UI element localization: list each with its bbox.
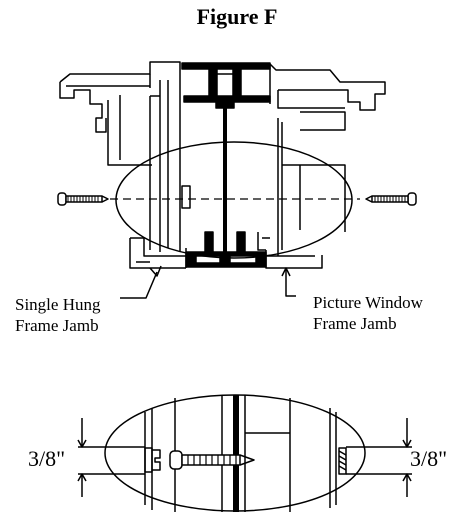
vertical-mullion (185, 108, 267, 268)
right-screw (365, 192, 417, 206)
left-dimension-markers (77, 418, 145, 497)
detail-callout-ellipse (115, 141, 353, 259)
picture-window-label-line1: Picture Window (313, 293, 423, 312)
picture-window-frame-profile (257, 63, 386, 269)
picture-window-leader-arrow (281, 267, 291, 277)
left-dimension-label: 3/8" (28, 446, 66, 471)
right-dimension-markers (346, 418, 412, 497)
figure-title: Figure F (196, 4, 278, 29)
single-hung-label-line2: Frame Jamb (15, 316, 99, 335)
right-dimension-label: 3/8" (410, 446, 448, 471)
single-hung-leader-line (120, 271, 158, 299)
single-hung-frame-profile (59, 61, 191, 269)
single-hung-label-line1: Single Hung (15, 295, 101, 314)
single-hung-leader-arrow (149, 265, 162, 277)
picture-window-label-line2: Frame Jamb (313, 314, 397, 333)
top-h-connector (181, 62, 271, 109)
detail-enlargement (104, 394, 366, 512)
left-screw (57, 192, 109, 206)
picture-window-leader-line (285, 270, 296, 297)
